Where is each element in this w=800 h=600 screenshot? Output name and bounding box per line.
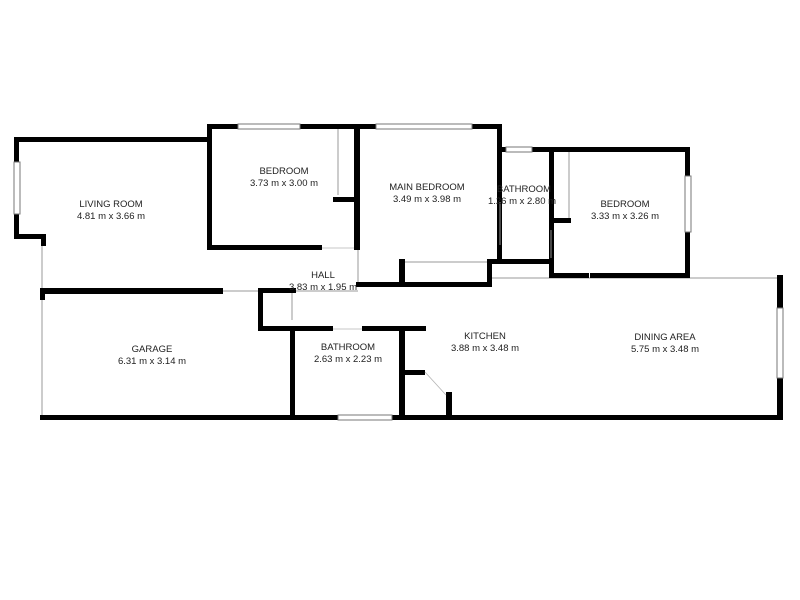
wall bbox=[399, 326, 405, 420]
doors bbox=[322, 202, 552, 396]
wall bbox=[290, 326, 295, 420]
wall bbox=[40, 415, 295, 420]
windows bbox=[13, 123, 784, 421]
wall bbox=[497, 124, 502, 264]
wall bbox=[41, 234, 46, 246]
room-dims-bedroom: 3.73 m x 3.00 m bbox=[250, 178, 318, 189]
wall bbox=[207, 124, 212, 250]
room-label-bathroom-2: BATHROOM bbox=[321, 342, 375, 353]
door bbox=[424, 371, 447, 396]
room-dims-bathroom-2: 2.63 m x 2.23 m bbox=[314, 354, 382, 365]
room-dims-bathroom: 1.26 m x 2.80 m bbox=[488, 196, 556, 207]
thin-lines bbox=[41, 128, 782, 418]
wall bbox=[446, 392, 452, 420]
room-labels: LIVING ROOM 4.81 m x 3.66 m BEDROOM 3.73… bbox=[77, 166, 699, 367]
room-label-living-room: LIVING ROOM bbox=[79, 199, 142, 210]
wall bbox=[40, 288, 223, 294]
wall bbox=[356, 282, 492, 287]
room-label-bedroom: BEDROOM bbox=[259, 166, 308, 177]
wall bbox=[14, 137, 210, 142]
wall bbox=[590, 273, 690, 278]
wall bbox=[549, 147, 554, 277]
wall bbox=[549, 273, 589, 278]
walls bbox=[14, 124, 783, 420]
room-label-bathroom: BATHROOM bbox=[497, 184, 551, 195]
window bbox=[684, 175, 692, 233]
wall bbox=[553, 218, 571, 223]
wall bbox=[549, 147, 690, 152]
wall bbox=[354, 124, 360, 250]
wall bbox=[258, 288, 296, 293]
window bbox=[237, 123, 301, 130]
wall bbox=[362, 326, 426, 331]
room-dims-kitchen: 3.88 m x 3.48 m bbox=[451, 343, 519, 354]
wall bbox=[405, 370, 425, 375]
wall bbox=[487, 259, 492, 287]
room-label-kitchen: KITCHEN bbox=[464, 331, 506, 342]
wall bbox=[487, 259, 551, 264]
window bbox=[776, 307, 784, 379]
room-label-main-bedroom: MAIN BEDROOM bbox=[389, 182, 465, 193]
wall bbox=[399, 259, 405, 284]
room-dims-living-room: 4.81 m x 3.66 m bbox=[77, 211, 145, 222]
wall bbox=[207, 245, 322, 250]
room-dims-bedroom-2: 3.33 m x 3.26 m bbox=[591, 211, 659, 222]
wall bbox=[14, 234, 46, 239]
wall bbox=[258, 326, 333, 331]
room-label-dining-area: DINING AREA bbox=[634, 332, 696, 343]
room-label-hall: HALL bbox=[311, 270, 335, 281]
room-label-garage: GARAGE bbox=[132, 344, 173, 355]
window bbox=[375, 123, 473, 130]
window bbox=[13, 161, 21, 215]
room-dims-hall: 3.83 m x 1.95 m bbox=[289, 282, 357, 293]
wall bbox=[40, 288, 45, 300]
window bbox=[505, 146, 533, 153]
wall bbox=[258, 288, 263, 331]
room-dims-main-bedroom: 3.49 m x 3.98 m bbox=[393, 194, 461, 205]
room-label-bedroom-2: BEDROOM bbox=[600, 199, 649, 210]
wall bbox=[333, 197, 360, 202]
window bbox=[337, 414, 393, 421]
room-dims-garage: 6.31 m x 3.14 m bbox=[118, 356, 186, 367]
room-dims-dining-area: 5.75 m x 3.48 m bbox=[631, 344, 699, 355]
wall bbox=[396, 415, 783, 420]
